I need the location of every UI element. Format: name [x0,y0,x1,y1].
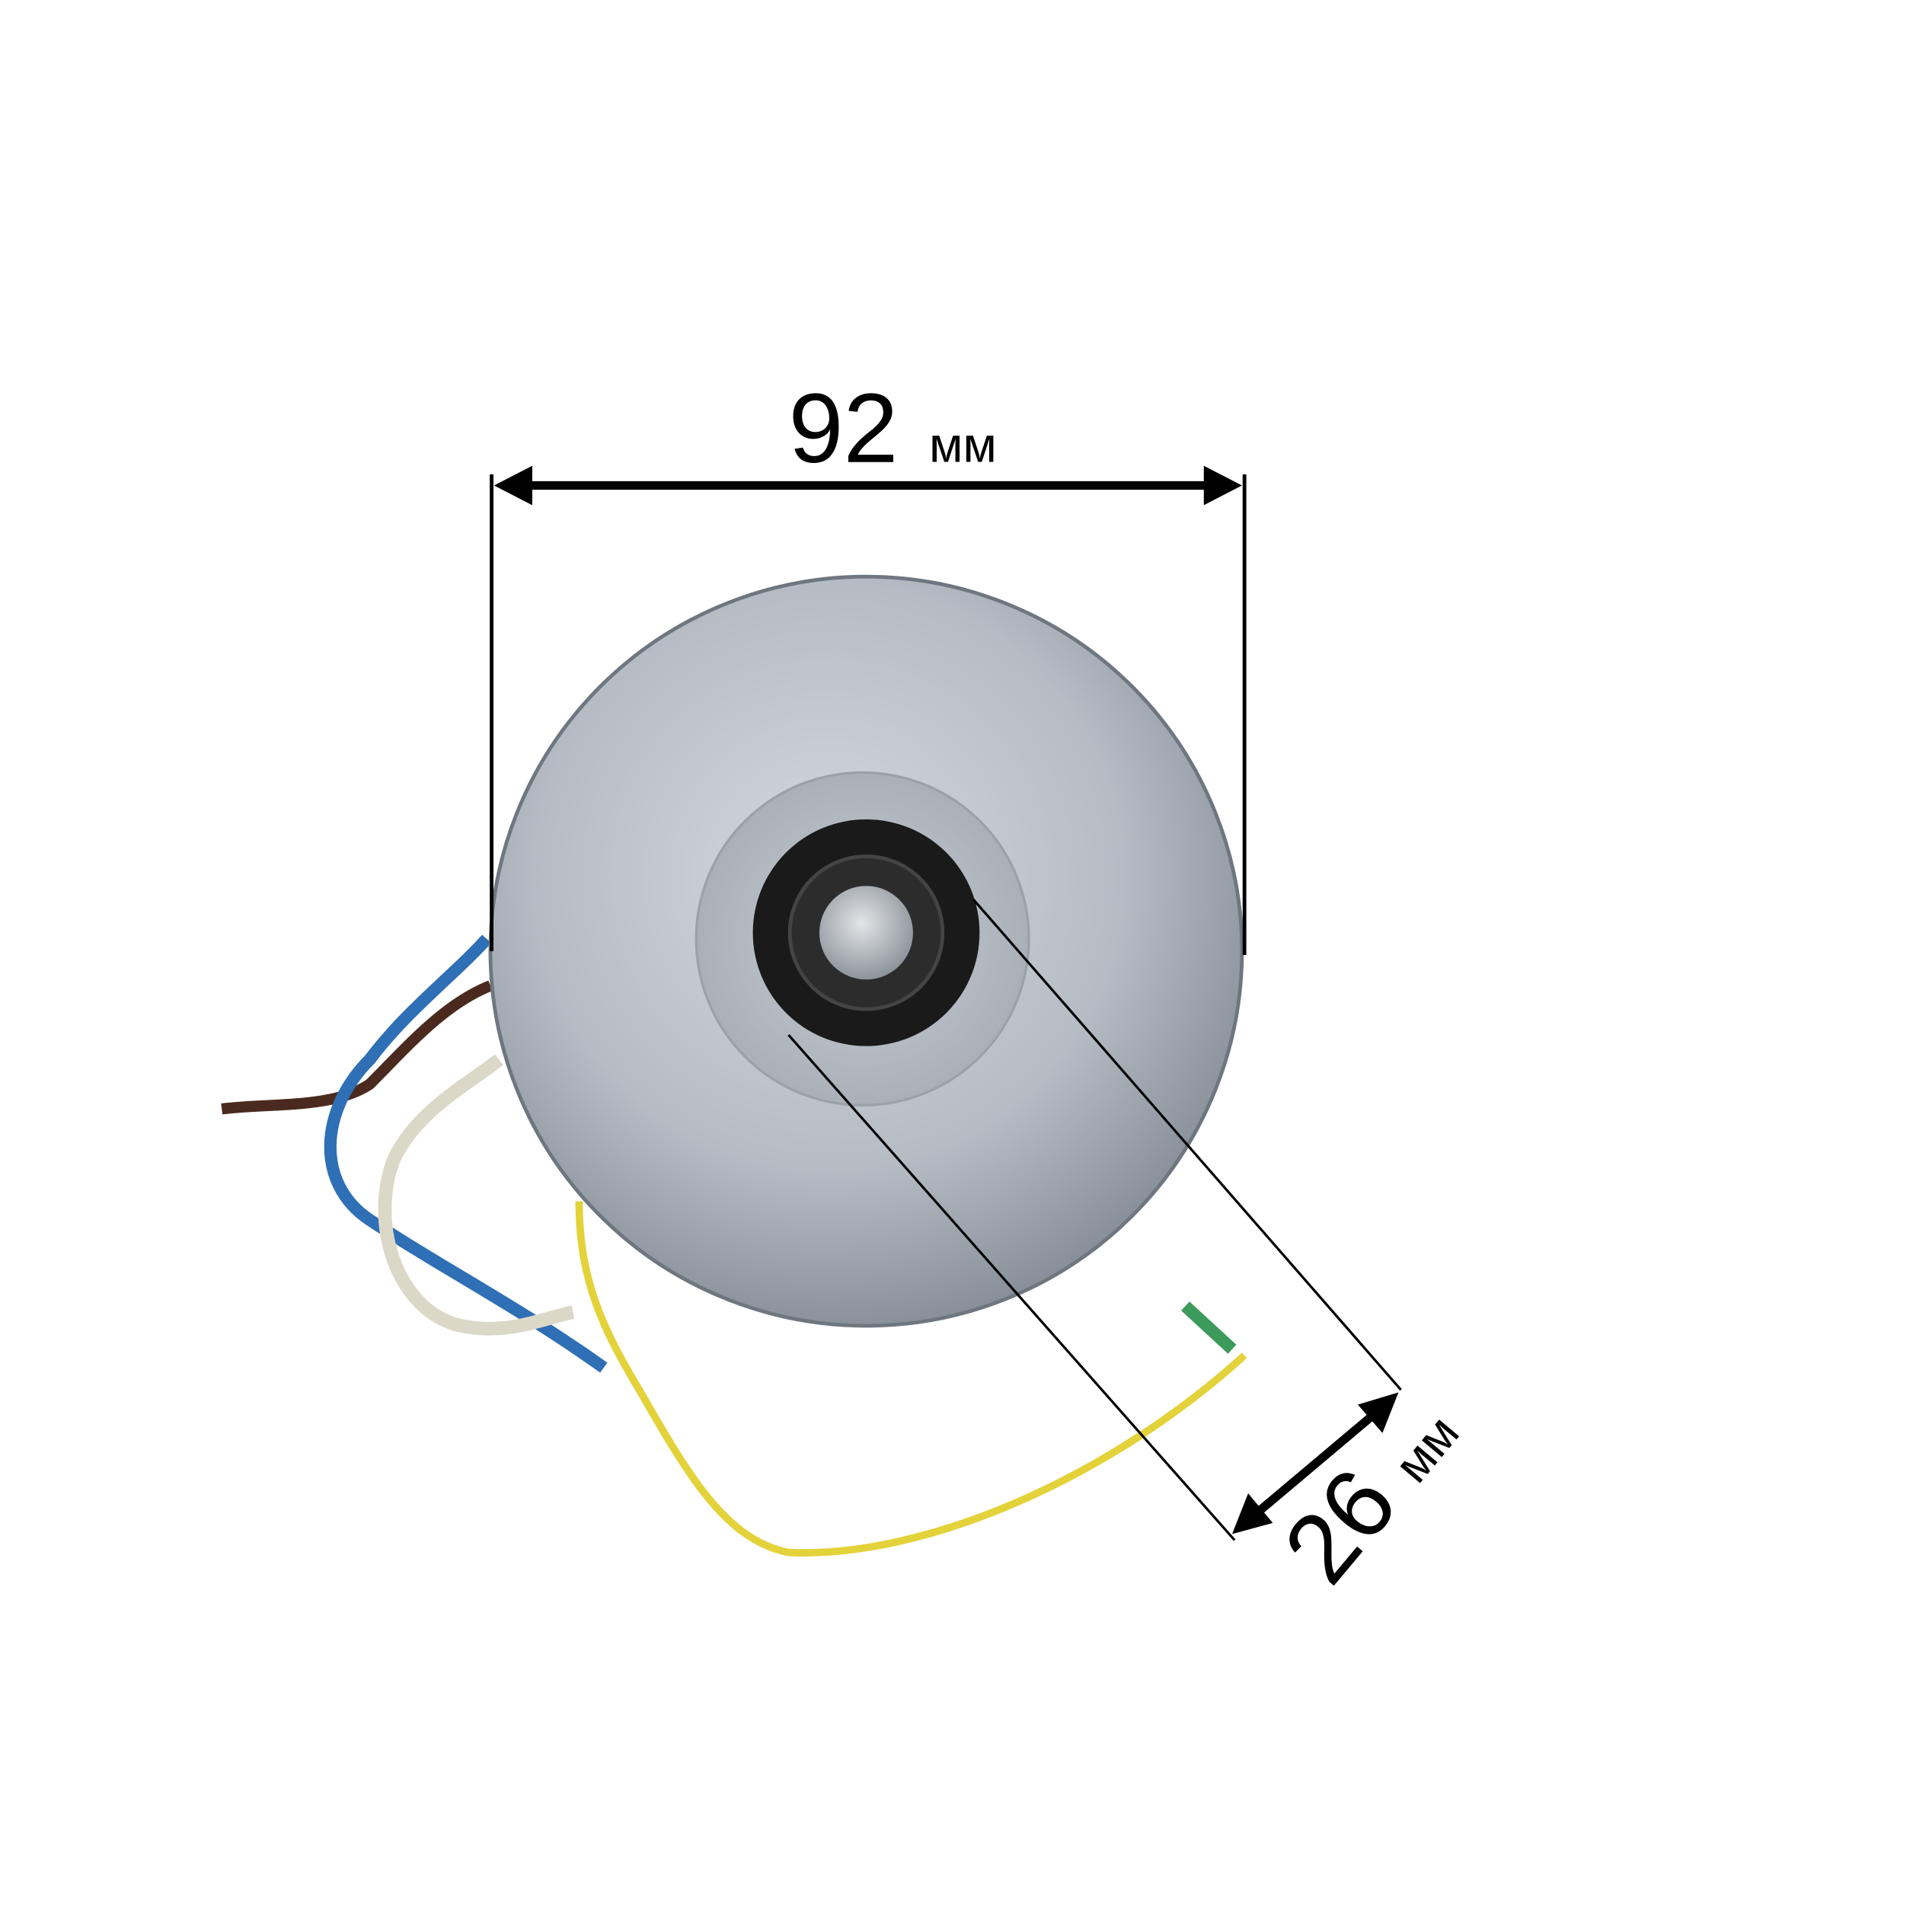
green-sleeve [1181,1301,1237,1354]
white-wire [378,1054,575,1336]
yellow-wire [575,1201,1247,1557]
hub-dimension [787,899,1402,1541]
arrow-down-left-icon [1231,1493,1273,1534]
wires [221,934,1247,1557]
blue-wire [324,934,608,1373]
motor-housing [488,574,1244,1328]
arrow-right-icon [1203,465,1242,506]
brown-wire [221,980,493,1115]
diameter-dimension [490,465,1247,955]
diameter-unit: мм [929,417,997,473]
arrow-left-icon [493,465,532,506]
shaft [819,886,913,980]
diameter-value: 92 [789,374,899,484]
arrow-up-right-icon [1358,1392,1399,1433]
hub-value: 26 [1263,1448,1418,1603]
hub-unit: мм [1384,1405,1470,1493]
